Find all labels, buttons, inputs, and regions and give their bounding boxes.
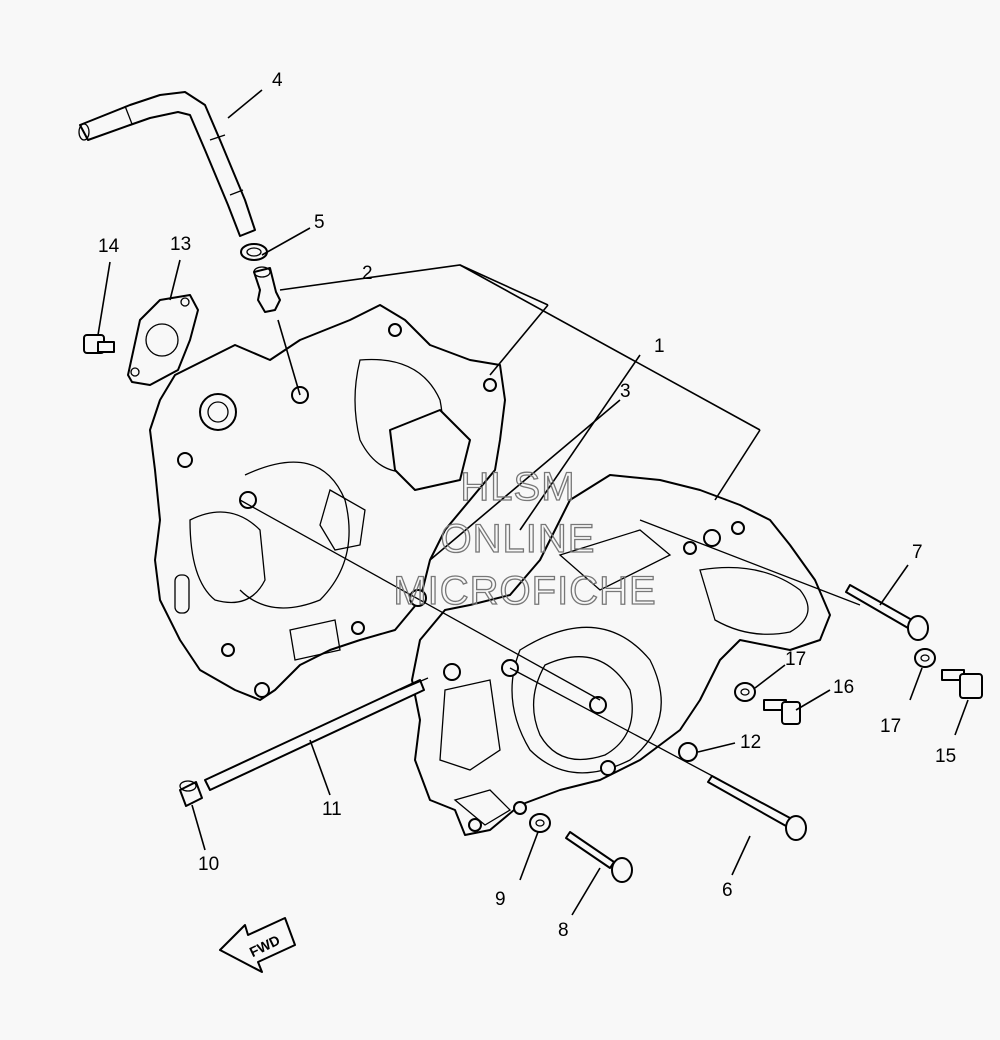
washer-part-9 — [529, 813, 551, 833]
fwd-arrow-icon: FWD — [219, 917, 296, 973]
bolt-part-16 — [763, 699, 801, 725]
callout-3: 3 — [620, 381, 631, 402]
bolt-part-6 — [707, 775, 807, 841]
fitting-part-2 — [253, 266, 281, 313]
stud-part-11 — [204, 677, 429, 791]
callout-4: 4 — [272, 70, 283, 91]
watermark-line-3: MICROFICHE — [393, 569, 656, 613]
callout-13: 13 — [170, 234, 191, 255]
right-crankcase — [411, 474, 831, 836]
callout-5: 5 — [314, 212, 325, 233]
callout-16: 16 — [833, 677, 854, 698]
callout-6: 6 — [722, 880, 733, 901]
dowel-part-10 — [179, 780, 203, 807]
bolt-part-14 — [83, 334, 115, 354]
callout-1: 1 — [654, 336, 665, 357]
callout-17-right: 17 — [880, 716, 901, 737]
watermark: HLSM ONLINE MICROFICHE — [393, 464, 657, 613]
gasket-part-13 — [127, 294, 199, 386]
callout-12: 12 — [740, 732, 761, 753]
oring-part-12 — [678, 742, 698, 762]
callout-2: 2 — [362, 263, 373, 284]
callout-numbers: 4 5 2 1 3 13 14 7 17 16 17 15 12 11 10 9… — [98, 70, 956, 941]
callout-9: 9 — [495, 889, 506, 910]
washer-part-17 — [734, 648, 936, 702]
callout-14: 14 — [98, 236, 120, 257]
callout-11: 11 — [322, 799, 342, 820]
callout-10: 10 — [198, 854, 219, 875]
bolt-part-7 — [845, 584, 929, 641]
leader-lines — [97, 89, 969, 916]
left-crankcase — [149, 304, 506, 701]
hose-part-4 — [78, 91, 256, 237]
bolt-part-15 — [941, 669, 983, 699]
callout-17-left: 17 — [785, 649, 806, 670]
bolt-part-8 — [565, 831, 633, 883]
callout-8: 8 — [558, 920, 569, 941]
callout-7: 7 — [912, 542, 923, 563]
callout-15: 15 — [935, 746, 956, 767]
watermark-line-1: HLSM — [460, 465, 575, 509]
clip-part-5 — [240, 243, 268, 261]
watermark-line-2: ONLINE — [441, 517, 596, 561]
